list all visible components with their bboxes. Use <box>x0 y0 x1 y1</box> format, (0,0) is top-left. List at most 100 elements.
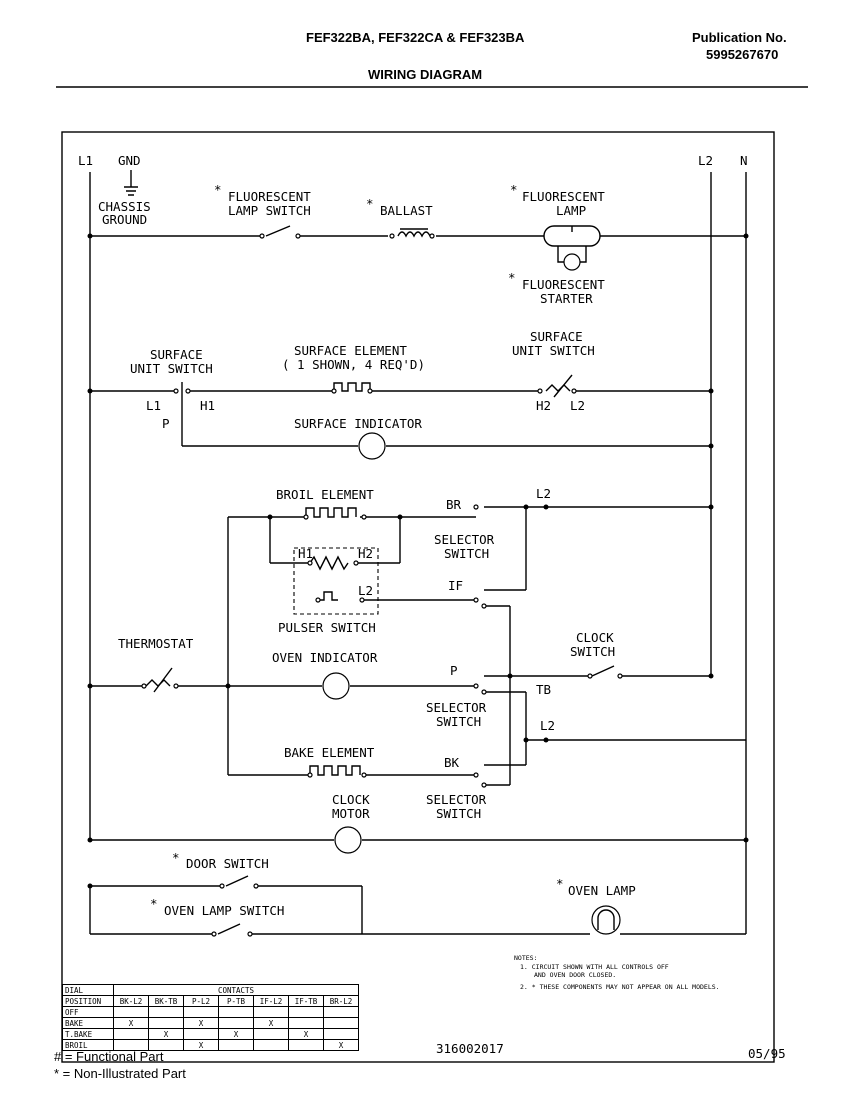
diagram-title: WIRING DIAGRAM <box>368 67 483 82</box>
publication-number: 5995267670 <box>706 47 779 62</box>
column-header: BK-TB <box>148 995 184 1007</box>
label-surface-indicator: SURFACE INDICATOR <box>294 416 422 431</box>
table-cell <box>113 1028 149 1040</box>
label-selector-1a: SELECTOR <box>434 532 495 547</box>
bake-element-symbol <box>309 765 361 776</box>
label-surface-switch-left-1: SURFACE <box>150 347 203 362</box>
label-if: IF <box>448 578 463 593</box>
label-chassis: CHASSIS <box>98 199 151 214</box>
contacts-header: CONTACTS <box>113 984 359 996</box>
ground-symbol <box>124 186 138 196</box>
label-fl-lamp-2: LAMP <box>556 203 586 218</box>
table-cell <box>288 1017 324 1029</box>
table-cell <box>323 1017 359 1029</box>
label-l2-switch: L2 <box>570 398 585 413</box>
table-cell <box>183 1006 219 1018</box>
fl-lamp-switch-blade <box>265 225 291 237</box>
part-number: 316002017 <box>436 1041 504 1056</box>
label-selector-1b: SWITCH <box>444 546 489 561</box>
table-cell: X <box>253 1017 289 1029</box>
table-row: OFF <box>62 1006 359 1018</box>
position-header: POSITION <box>62 995 114 1007</box>
label-surface-switch-right-2: UNIT SWITCH <box>512 343 595 358</box>
column-header: IF-L2 <box>253 995 289 1007</box>
surface-switch-right-arrow <box>553 374 573 398</box>
table-cell <box>288 1006 324 1018</box>
star-marker: * <box>510 182 518 197</box>
starter-leads <box>557 246 587 263</box>
dial-header: DIAL <box>62 984 114 996</box>
table-cell: X <box>183 1039 219 1051</box>
row-label: BAKE <box>62 1017 114 1029</box>
label-selector-2a: SELECTOR <box>426 700 487 715</box>
revision-date: 05/95 <box>748 1046 786 1061</box>
label-selector-2b: SWITCH <box>436 714 481 729</box>
label-pulser-switch: PULSER SWITCH <box>278 620 376 635</box>
table-cell: X <box>323 1039 359 1051</box>
model-numbers: FEF322BA, FEF322CA & FEF323BA <box>306 30 525 45</box>
label-h2-pulser: H2 <box>358 546 373 561</box>
label-ground: GROUND <box>102 212 147 227</box>
table-cell <box>288 1039 324 1051</box>
label-l2-pulser: L2 <box>358 583 373 598</box>
column-header: P-L2 <box>183 995 219 1007</box>
oven-indicator-symbol <box>322 672 350 700</box>
label-fl-lamp-switch-1: FLUORESCENT <box>228 189 311 204</box>
label-p-selector: P <box>450 663 458 678</box>
legend-functional: # = Functional Part <box>54 1049 164 1064</box>
diagram-frame <box>61 131 775 1063</box>
star-marker: * <box>172 850 180 865</box>
column-header: BK-L2 <box>113 995 149 1007</box>
notes-title: NOTES: <box>514 954 537 962</box>
table-cell: X <box>183 1017 219 1029</box>
table-cell <box>323 1006 359 1018</box>
label-thermostat: THERMOSTAT <box>118 636 194 651</box>
label-surface-element-2: ( 1 SHOWN, 4 REQ'D) <box>282 357 425 372</box>
table-cell <box>218 1006 254 1018</box>
label-l1: L1 <box>78 153 93 168</box>
column-header: IF-TB <box>288 995 324 1007</box>
label-l2-broil: L2 <box>536 486 551 501</box>
table-cell <box>218 1039 254 1051</box>
terminal-points <box>141 233 623 937</box>
label-l1-switch: L1 <box>146 398 161 413</box>
column-header: BR-L2 <box>323 995 359 1007</box>
ballast-coil <box>397 231 431 238</box>
table-cell <box>183 1028 219 1040</box>
oven-lamp-filament <box>597 909 615 930</box>
table-cell: X <box>288 1028 324 1040</box>
label-door-switch: DOOR SWITCH <box>186 856 269 871</box>
star-marker: * <box>214 182 222 197</box>
label-oven-lamp: OVEN LAMP <box>568 883 636 898</box>
label-h1-pulser: H1 <box>298 546 313 561</box>
thermostat-symbol <box>145 679 171 687</box>
label-oven-lamp-switch: OVEN LAMP SWITCH <box>164 903 284 918</box>
label-h1-switch: H1 <box>200 398 215 413</box>
star-marker: * <box>556 876 564 891</box>
label-surface-switch-right-1: SURFACE <box>530 329 583 344</box>
label-fl-lamp-1: FLUORESCENT <box>522 189 605 204</box>
star-marker: * <box>150 896 158 911</box>
label-clock-switch-1: CLOCK <box>576 630 614 645</box>
label-l2: L2 <box>698 153 713 168</box>
pulser-heater-symbol <box>309 555 349 571</box>
label-l2-bake: L2 <box>540 718 555 733</box>
label-p-switch: P <box>162 416 170 431</box>
table-cell <box>253 1039 289 1051</box>
table-cell <box>323 1028 359 1040</box>
label-h2-switch: H2 <box>536 398 551 413</box>
table-cell: X <box>218 1028 254 1040</box>
publication-label: Publication No. <box>692 30 787 45</box>
legend-non-illustrated: * = Non-Illustrated Part <box>54 1066 186 1081</box>
door-switch-blade <box>225 875 249 887</box>
broil-element-symbol <box>305 507 357 518</box>
note-1b: AND OVEN DOOR CLOSED. <box>534 971 616 979</box>
surface-element-symbol <box>333 382 371 392</box>
label-broil-element: BROIL ELEMENT <box>276 487 374 502</box>
table-row: BROIL X X <box>62 1039 359 1051</box>
label-clock-motor-1: CLOCK <box>332 792 370 807</box>
row-label: T.BAKE <box>62 1028 114 1040</box>
label-fl-starter-2: STARTER <box>540 291 593 306</box>
note-1a: 1. CIRCUIT SHOWN WITH ALL CONTROLS OFF <box>520 963 669 971</box>
table-cell: X <box>113 1017 149 1029</box>
